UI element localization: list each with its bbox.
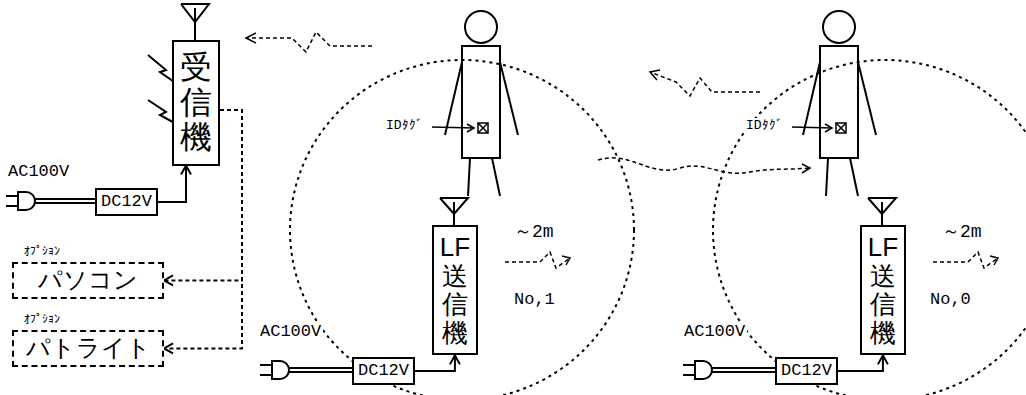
power-adapter: DC12V xyxy=(775,357,838,385)
leader-arrow xyxy=(467,124,474,132)
wave-arrow xyxy=(802,164,810,173)
node-text: 受信機 xyxy=(180,50,212,156)
tag-path xyxy=(598,158,810,173)
plug xyxy=(683,361,775,379)
radio-wave xyxy=(650,72,760,96)
node-text: パソコン xyxy=(18,266,158,295)
voltage-label: AC100V xyxy=(258,322,323,342)
option-heading: ｵﾌﾟｼｮﾝ xyxy=(24,312,60,326)
wave-arrow xyxy=(650,70,660,80)
receiver-box: 受信機 xyxy=(172,40,220,166)
voltage-label: AC100V xyxy=(682,322,747,342)
option-box: ｵﾌﾟｼｮﾝパソコン xyxy=(12,262,164,299)
antenna xyxy=(440,198,468,225)
leader-line xyxy=(432,127,474,128)
range-circle xyxy=(713,60,1026,395)
range-wave xyxy=(505,252,998,268)
wave-arrow xyxy=(562,256,570,265)
wave-arrow xyxy=(246,33,256,43)
connector xyxy=(838,355,888,371)
power-adapter: DC12V xyxy=(95,188,158,216)
node-text: パトライト xyxy=(18,334,158,363)
option-box: ｵﾌﾟｼｮﾝパトライト xyxy=(12,330,164,367)
tag-label: IDﾀｸﾞ xyxy=(384,118,425,134)
node-text: LF送信機 xyxy=(866,233,900,347)
node-text: DC12V xyxy=(781,360,832,382)
antenna xyxy=(868,198,896,225)
tag-label: IDﾀｸﾞ xyxy=(744,118,785,134)
transmitter-box: LF送信機 xyxy=(432,225,478,355)
range-label: ～2m xyxy=(512,222,556,244)
connector xyxy=(415,355,460,371)
unit-number: No,0 xyxy=(928,290,973,310)
wave-arrow xyxy=(990,256,998,265)
leader-arrow xyxy=(825,124,832,132)
node-text: DC12V xyxy=(358,360,409,382)
transmitter-box: LF送信機 xyxy=(860,225,906,355)
antenna xyxy=(181,4,209,40)
radio-wave xyxy=(246,32,372,52)
connector xyxy=(158,166,191,202)
person-figure xyxy=(445,11,518,196)
option-heading: ｵﾌﾟｼｮﾝ xyxy=(24,244,60,258)
person-figure xyxy=(803,11,876,196)
node-text: DC12V xyxy=(101,191,152,213)
leader-line xyxy=(792,127,832,128)
range-label: ～2m xyxy=(940,222,984,244)
plug xyxy=(260,361,352,379)
voltage-label: AC100V xyxy=(6,162,71,182)
unit-number: No,1 xyxy=(512,290,557,310)
plug xyxy=(6,192,95,210)
power-adapter: DC12V xyxy=(352,357,415,385)
node-text: LF送信機 xyxy=(438,233,472,347)
